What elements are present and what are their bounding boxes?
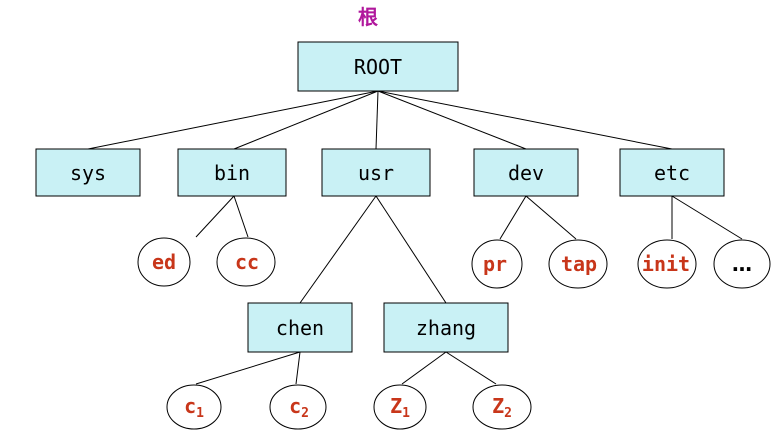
file-label-cc: cc bbox=[235, 250, 259, 274]
file-label-z2-subscript: 2 bbox=[504, 406, 512, 421]
directory-label-root: ROOT bbox=[354, 55, 402, 79]
edge-root-dev bbox=[377, 90, 527, 150]
directory-box bbox=[177, 148, 287, 197]
edge-dev-tap bbox=[525, 195, 577, 240]
directory-node-zhang: zhang bbox=[383, 302, 509, 353]
file-ellipse bbox=[471, 239, 523, 289]
file-label-c1-base: c bbox=[184, 394, 196, 418]
directory-label-dev: dev bbox=[508, 161, 544, 185]
edge-dev-pr bbox=[499, 195, 527, 240]
edge-bin-ed bbox=[195, 195, 235, 238]
file-node-ed: ed bbox=[137, 237, 191, 287]
file-label-c2: c2 bbox=[289, 394, 309, 421]
edge-zhang-z1 bbox=[401, 351, 447, 385]
file-node-c1: c1 bbox=[166, 384, 222, 430]
directory-node-chen: chen bbox=[247, 302, 353, 353]
file-ellipse bbox=[713, 239, 771, 289]
tree-connectors bbox=[87, 90, 743, 385]
edge-usr-zhang bbox=[375, 195, 447, 304]
file-label-ed: ed bbox=[152, 250, 176, 274]
directory-box bbox=[321, 148, 431, 197]
file-label-c1-subscript: 1 bbox=[196, 406, 204, 421]
directory-label-usr: usr bbox=[358, 161, 394, 185]
file-label-pr: pr bbox=[483, 252, 507, 276]
file-node-z1: Z1 bbox=[373, 384, 427, 430]
directory-box bbox=[297, 41, 459, 92]
file-node-init: init bbox=[637, 239, 697, 289]
directory-box bbox=[473, 148, 579, 197]
file-label-init: init bbox=[642, 252, 690, 276]
file-label-c2-base: c bbox=[289, 394, 301, 418]
file-ellipse bbox=[373, 384, 427, 430]
file-node-tap: tap bbox=[548, 239, 608, 289]
directory-node-usr: usr bbox=[321, 148, 431, 197]
file-node-c2: c2 bbox=[269, 384, 327, 430]
directory-label-zhang: zhang bbox=[416, 316, 476, 340]
file-label-c2-subscript: 2 bbox=[301, 406, 309, 421]
file-label-z2-base: Z bbox=[492, 394, 504, 418]
directory-node-root: ROOT bbox=[297, 41, 459, 92]
edge-chen-c2 bbox=[295, 351, 301, 385]
directory-box bbox=[247, 302, 353, 353]
file-label-z1: Z1 bbox=[390, 394, 410, 421]
file-ellipse bbox=[216, 237, 276, 287]
file-node-more: … bbox=[713, 239, 771, 289]
file-label-c1: c1 bbox=[184, 394, 204, 421]
edge-root-sys bbox=[87, 90, 379, 150]
edge-chen-c1 bbox=[195, 351, 301, 385]
file-label-z1-base: Z bbox=[390, 394, 402, 418]
file-ellipse bbox=[269, 384, 327, 430]
file-label-more: … bbox=[732, 252, 752, 276]
directory-box bbox=[35, 148, 141, 197]
file-node-cc: cc bbox=[216, 237, 276, 287]
file-ellipse bbox=[637, 239, 697, 289]
edge-root-bin bbox=[233, 90, 379, 150]
file-ellipse bbox=[472, 384, 532, 430]
edge-zhang-z2 bbox=[445, 351, 497, 385]
file-label-z1-subscript: 1 bbox=[402, 406, 410, 421]
directory-label-bin: bin bbox=[214, 161, 250, 185]
file-node-pr: pr bbox=[471, 239, 523, 289]
file-ellipse bbox=[548, 239, 608, 289]
edge-etc-more bbox=[671, 195, 743, 240]
directory-label-etc: etc bbox=[654, 161, 690, 185]
edge-root-etc bbox=[377, 90, 673, 150]
directory-node-etc: etc bbox=[619, 148, 725, 197]
directory-node-bin: bin bbox=[177, 148, 287, 197]
root-caption: 根 bbox=[358, 5, 378, 29]
file-ellipse bbox=[166, 384, 222, 430]
file-label-z2: Z2 bbox=[492, 394, 512, 421]
directory-node-sys: sys bbox=[35, 148, 141, 197]
directory-node-dev: dev bbox=[473, 148, 579, 197]
file-node-z2: Z2 bbox=[472, 384, 532, 430]
file-label-tap: tap bbox=[561, 252, 597, 276]
directory-label-chen: chen bbox=[276, 316, 324, 340]
edge-bin-cc bbox=[233, 195, 249, 238]
directory-label-sys: sys bbox=[70, 161, 106, 185]
edge-usr-chen bbox=[299, 195, 377, 304]
directory-box bbox=[619, 148, 725, 197]
edge-root-usr bbox=[375, 90, 379, 150]
file-ellipse bbox=[137, 237, 191, 287]
directory-box bbox=[383, 302, 509, 353]
